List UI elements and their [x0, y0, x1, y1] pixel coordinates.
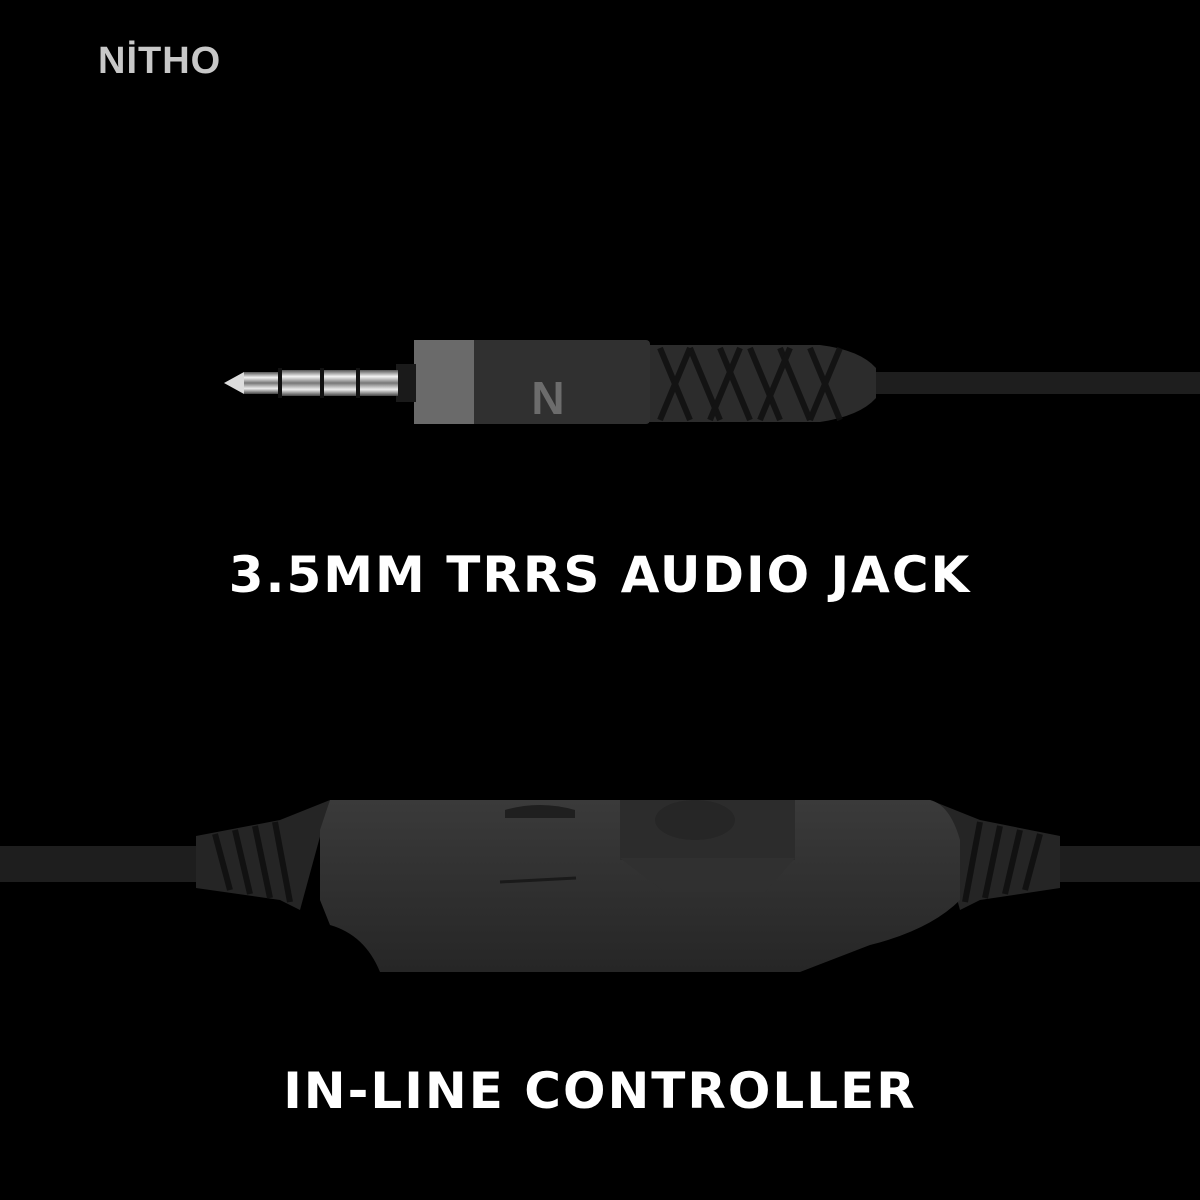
audio-jack-plug: N	[224, 340, 1200, 424]
volume-slider	[505, 805, 575, 818]
brand-logo: NİTHO	[98, 40, 222, 82]
plug-logo-mark: N	[531, 372, 564, 424]
mic-button	[655, 800, 735, 840]
controller-caption: IN-LINE CONTROLLER	[283, 1062, 917, 1120]
inline-controller	[0, 800, 1200, 972]
jack-caption: 3.5MM TRRS AUDIO JACK	[228, 546, 972, 604]
